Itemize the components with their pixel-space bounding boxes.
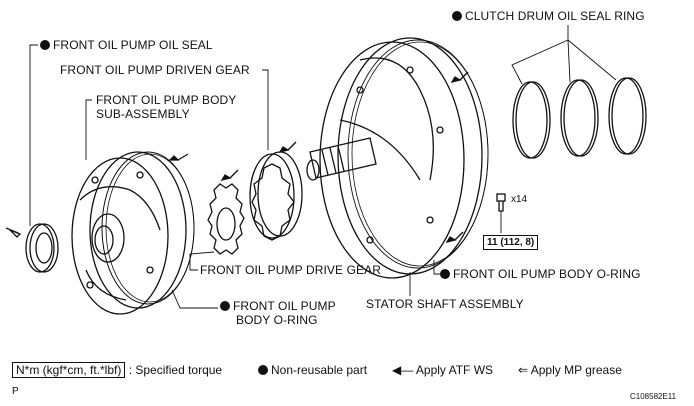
non-reusable-dot-icon [440,269,450,279]
corner-right-code: C108582E11 [630,392,677,401]
mp-grease-arrow-icon: ⇐ [518,363,529,377]
label-bolt-count: x14 [511,194,528,205]
legend-apply-atf: ◀— Apply ATF WS [392,363,494,377]
seal-ring-3 [608,77,647,155]
non-reusable-dot-icon [40,40,50,50]
atf-arrows [168,71,469,244]
legend-non-reusable: Non-reusable part [258,363,367,377]
non-reusable-dot-icon [220,301,230,311]
mp-grease-arrow-seal [5,227,22,238]
legend-torque: N*m (kgf*cm, ft.*lbf) : Specified torque [12,362,223,378]
pump-body-oring-left [105,153,195,303]
label-front-oil-pump-drive-gear: FRONT OIL PUMP DRIVE GEAR [200,263,381,277]
legend-apply-mp: ⇐ Apply MP grease [518,363,622,377]
driven-gear-part [249,151,303,241]
pump-body-part [71,151,195,315]
seal-ring-1 [512,81,551,159]
torque-spec-box: 11 (112, 8) [483,235,539,250]
corner-left-text: P [12,386,19,397]
label-stator-shaft-assembly: STATOR SHAFT ASSEMBLY [366,297,524,311]
bolt-part [496,193,506,212]
torque-unit-box: N*m (kgf*cm, ft.*lbf) [12,362,126,378]
leader-lines [29,25,617,309]
drive-gear-part [207,183,245,255]
non-reusable-dot-icon [258,365,268,375]
label-front-oil-pump-body-oring-left-line1: FRONT OIL PUMP [220,300,336,313]
oil-seal-part [25,223,59,273]
label-front-oil-pump-body-oring-right: FRONT OIL PUMP BODY O-RING [440,268,641,281]
stator-oring-right [351,41,489,267]
atf-arrow-icon: ◀— [392,363,414,377]
label-front-oil-pump-body-line1: FRONT OIL PUMP BODY [96,93,237,107]
label-front-oil-pump-body-oring-left-line2: BODY O-RING [236,313,318,327]
non-reusable-dot-icon [452,11,462,21]
seal-ring-2 [560,79,599,157]
stator-shaft-part [306,37,489,279]
label-front-oil-pump-oil-seal: FRONT OIL PUMP OIL SEAL [40,39,213,52]
label-front-oil-pump-driven-gear: FRONT OIL PUMP DRIVEN GEAR [60,63,250,77]
label-front-oil-pump-body-line2: SUB-ASSEMBLY [96,107,190,121]
legend-torque-text: : Specified torque [128,363,223,377]
label-clutch-drum-oil-seal-ring: CLUTCH DRUM OIL SEAL RING [452,10,645,23]
